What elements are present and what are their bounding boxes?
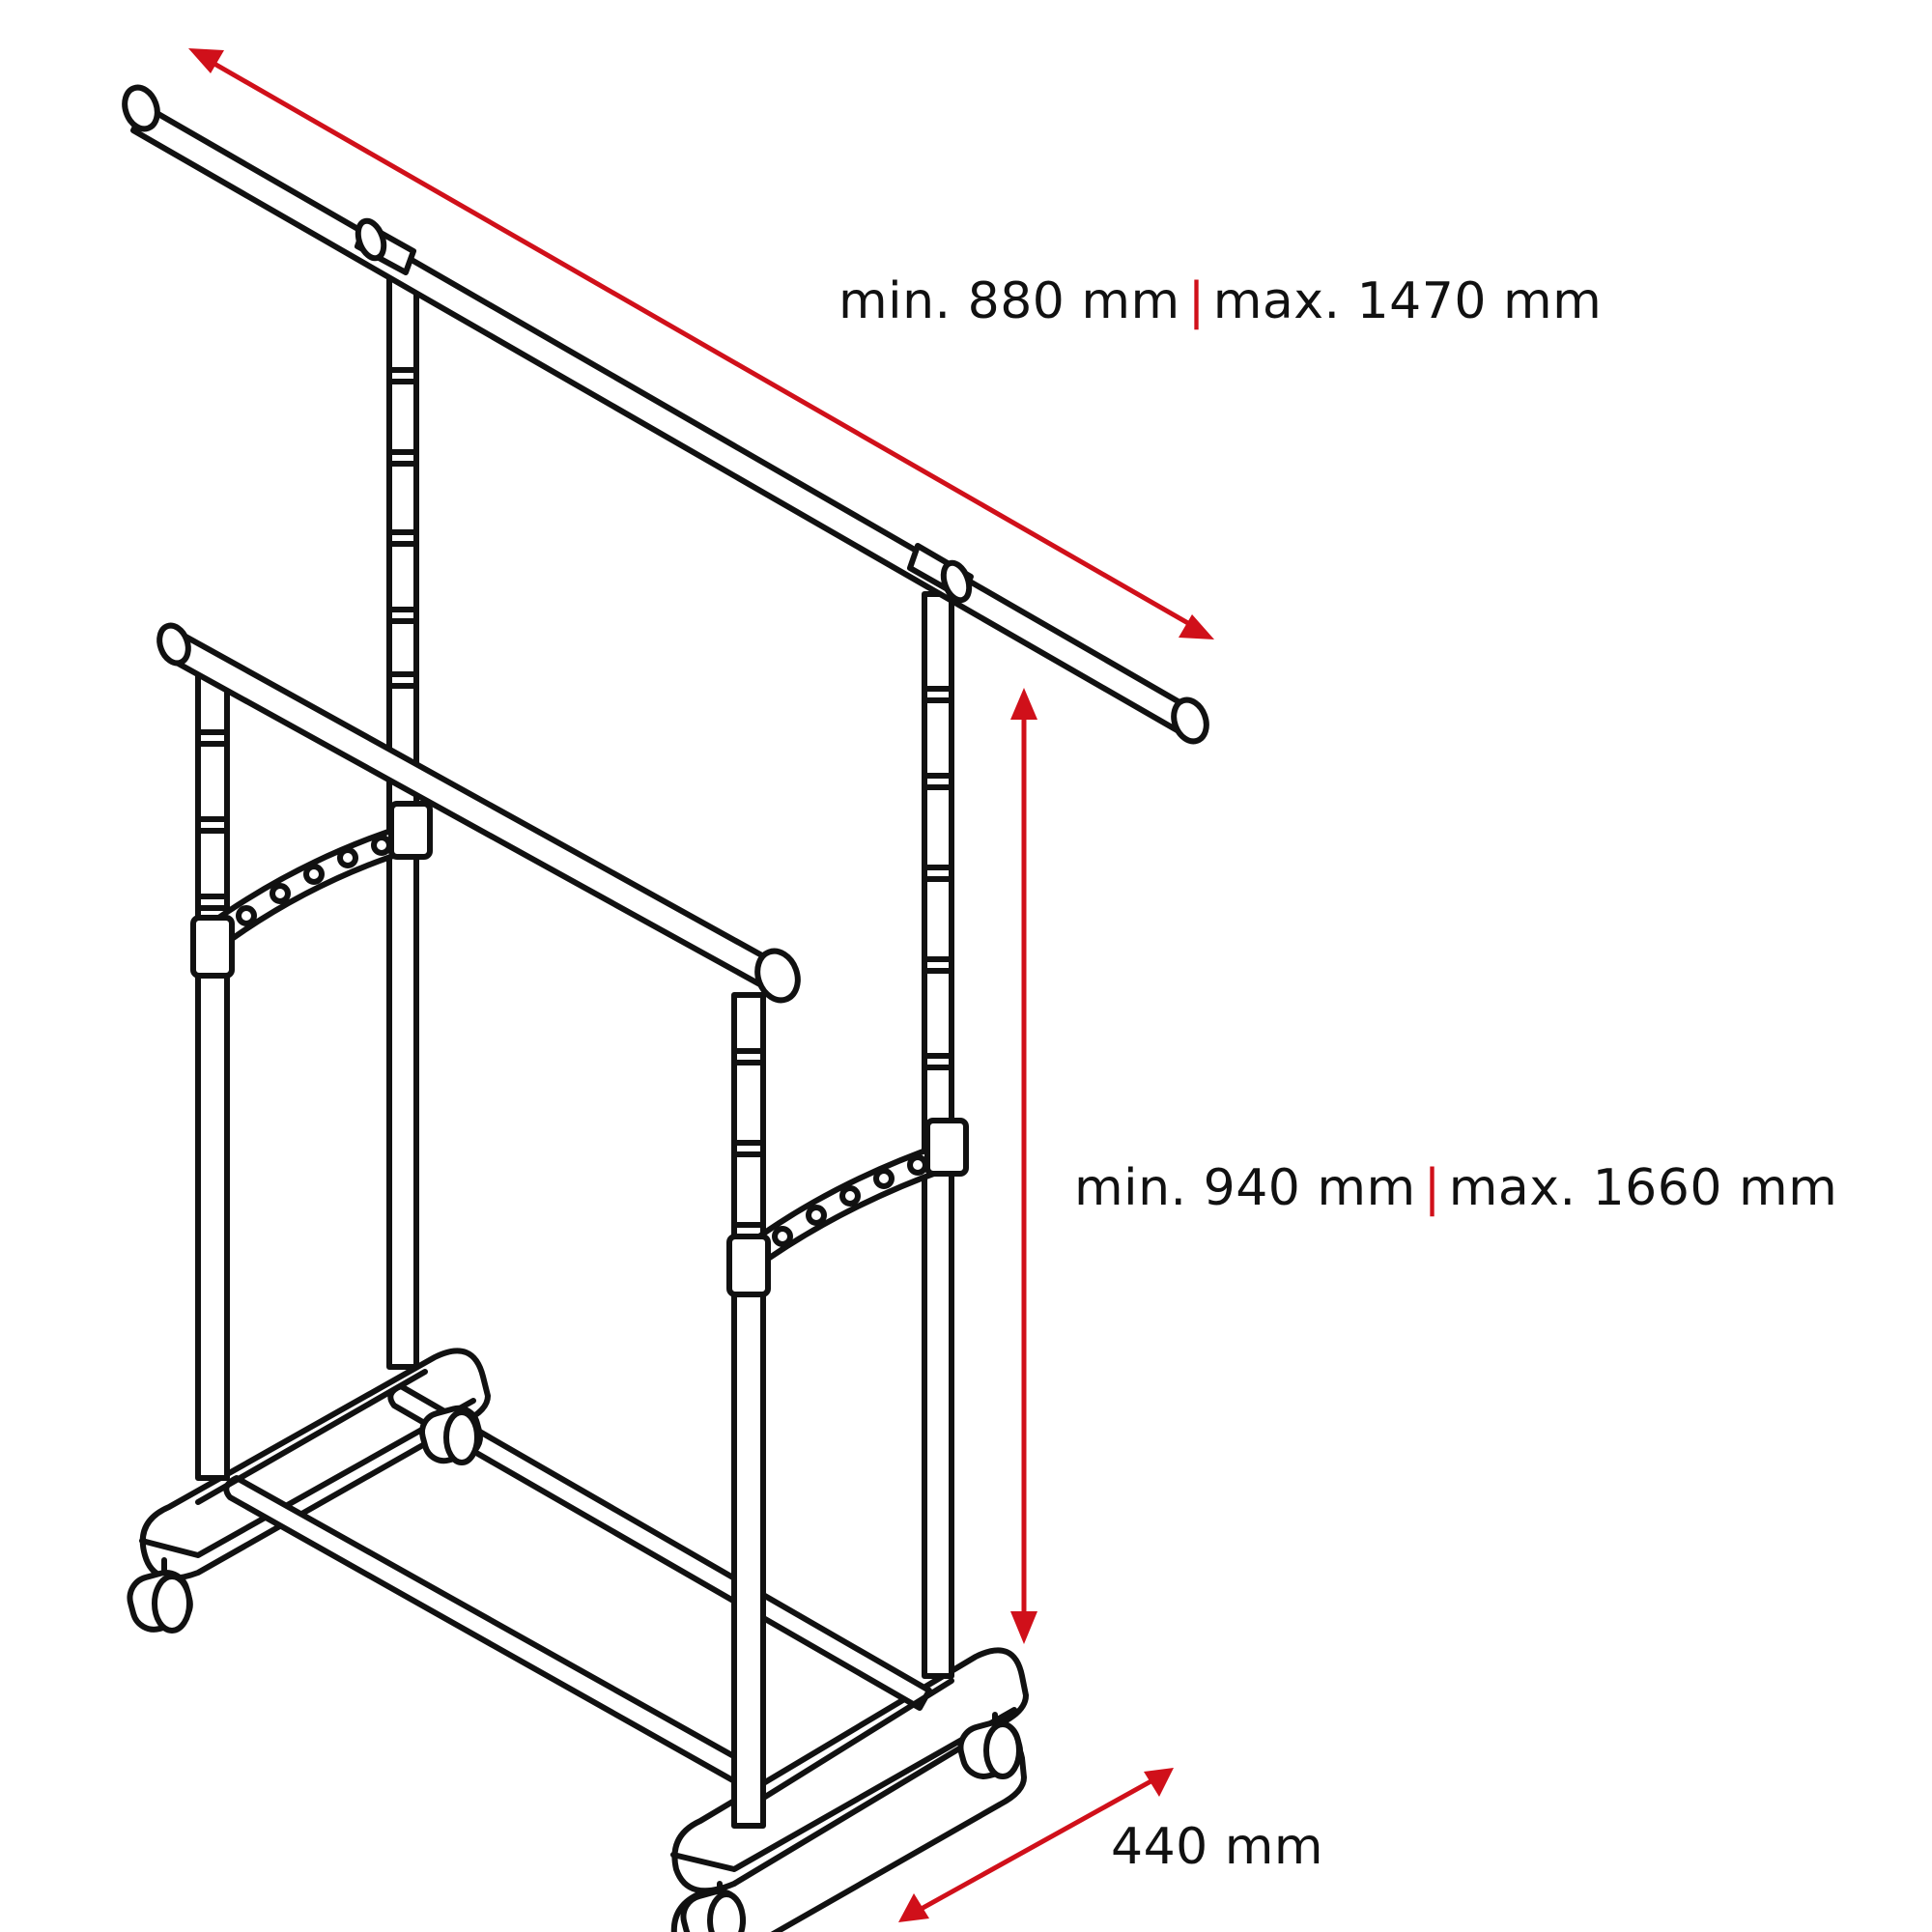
width-max: max. 1470 mm: [1212, 272, 1603, 330]
top-hanging-rail: [122, 84, 1209, 745]
left-bracket: [190, 801, 433, 979]
front-left-post: [195, 664, 230, 1481]
height-dimension-arrow: [1010, 688, 1037, 1644]
castor-rear-right: [957, 1712, 1024, 1779]
depth-dimension-arrow: [898, 1768, 1174, 1922]
front-right-post: [731, 992, 766, 1829]
castor-rear-left: [419, 1405, 483, 1465]
width-dimension-arrow: [188, 48, 1214, 639]
lower-hanging-rail: [156, 622, 801, 1004]
depth-value: 440 mm: [1111, 1818, 1324, 1876]
right-bracket: [726, 1118, 969, 1297]
base-frame: [139, 1348, 1029, 1932]
castor-front-left: [127, 1557, 193, 1634]
height-max: max. 1660 mm: [1448, 1159, 1838, 1217]
width-separator: |: [1187, 272, 1206, 330]
depth-dimension-label: 440 mm: [1111, 1818, 1323, 1876]
height-min: min. 940 mm: [1074, 1159, 1416, 1217]
width-min: min. 880 mm: [838, 272, 1180, 330]
width-dimension-label: min. 880 mm|max. 1470 mm: [838, 272, 1602, 330]
height-dimension-label: min. 940 mm|max. 1660 mm: [1074, 1159, 1837, 1217]
height-separator: |: [1423, 1159, 1441, 1217]
